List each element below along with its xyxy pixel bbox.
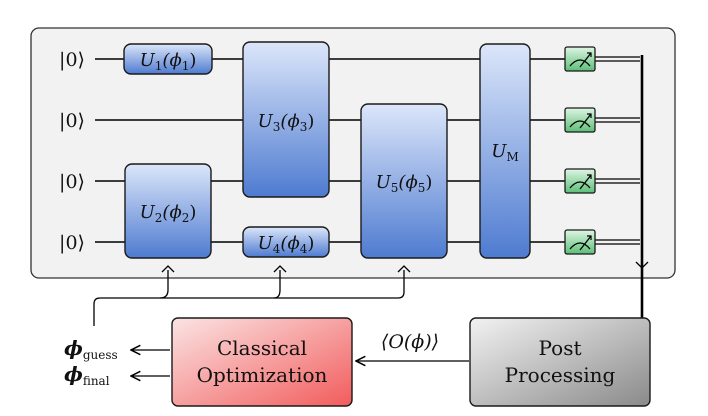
gate-U4-close: ) (307, 233, 314, 254)
gate-U1-label: U (140, 50, 156, 71)
gate-U3-argsub: 3 (300, 120, 308, 134)
gate-U3: U3(ϕ3) (242, 41, 330, 198)
classical-optimization-line1: Classical (217, 336, 307, 360)
gate-U2-label: U (140, 202, 156, 223)
expectation-label: ⟨O(ϕ)⟩ (381, 331, 439, 353)
gate-U1-arg: (ϕ (162, 50, 181, 71)
post-processing-box: Post Processing (469, 317, 651, 407)
gate-U1-close: ) (189, 50, 196, 71)
svg-text:ϕfinal: ϕfinal (64, 362, 110, 388)
svg-text:UM: UM (491, 141, 518, 164)
svg-text:U3(ϕ3): U3(ϕ3) (258, 111, 315, 134)
meter-icon (564, 107, 596, 133)
gate-U4: U4(ϕ4) (242, 226, 330, 258)
input-ket-4: |0⟩ (59, 232, 85, 254)
gate-U2-arg: (ϕ (162, 202, 181, 223)
svg-text:U5(ϕ5): U5(ϕ5) (376, 172, 433, 195)
gate-U5-arg: (ϕ (398, 172, 417, 193)
output-final-symbol: ϕ (64, 362, 83, 386)
post-processing-line2: Processing (505, 363, 616, 387)
bus-arrow-head (635, 261, 649, 269)
gate-U5-close: ) (425, 172, 432, 193)
gate-U1-sub: 1 (155, 59, 163, 73)
gate-U4-sub: 4 (273, 242, 281, 256)
svg-text:U4(ϕ4): U4(ϕ4) (258, 233, 315, 256)
gate-UM-label: U (491, 141, 507, 162)
input-ket-1: |0⟩ (59, 49, 85, 71)
gate-U1-argsub: 1 (182, 59, 190, 73)
qubit-inputs: |0⟩ |0⟩ |0⟩ |0⟩ (59, 49, 85, 254)
svg-text:ϕguess: ϕguess (64, 336, 118, 362)
meter-icon (564, 229, 596, 255)
gate-U5: U5(ϕ5) (360, 103, 448, 259)
svg-text:U2(ϕ2): U2(ϕ2) (140, 202, 197, 225)
gate-U2-close: ) (189, 202, 196, 223)
gate-U3-sub: 3 (273, 120, 281, 134)
svg-text:U1(ϕ1): U1(ϕ1) (140, 50, 197, 73)
gate-U4-label: U (258, 233, 274, 254)
output-guess-symbol: ϕ (64, 336, 83, 360)
gate-U2-argsub: 2 (182, 211, 190, 225)
classical-wires (595, 56, 640, 245)
input-ket-3: |0⟩ (59, 171, 85, 193)
input-ket-2: |0⟩ (59, 110, 85, 132)
classical-optimization-box: Classical Optimization (171, 317, 353, 407)
post-processing-line1: Post (539, 336, 582, 360)
classical-optimization-line2: Optimization (197, 363, 328, 387)
gate-U3-arg: (ϕ (280, 111, 299, 132)
output-guess-sub: guess (83, 348, 118, 362)
gate-U2: U2(ϕ2) (124, 163, 212, 259)
gate-UM: UM (479, 43, 531, 259)
gate-U3-close: ) (307, 111, 314, 132)
gate-U4-argsub: 4 (300, 242, 308, 256)
meter-icon (564, 168, 596, 194)
gate-U5-sub: 5 (391, 181, 399, 195)
gate-U5-argsub: 5 (418, 181, 426, 195)
meter-icon (564, 46, 596, 72)
parameter-feedback (93, 265, 411, 326)
gate-U1: U1(ϕ1) (123, 43, 213, 75)
gate-U2-sub: 2 (155, 211, 163, 225)
measurement-meters (564, 46, 596, 255)
output-final-sub: final (83, 374, 110, 388)
gate-U4-arg: (ϕ (280, 233, 299, 254)
gate-U3-label: U (258, 111, 274, 132)
gate-U5-label: U (376, 172, 392, 193)
gate-UM-sub: M (506, 150, 518, 164)
